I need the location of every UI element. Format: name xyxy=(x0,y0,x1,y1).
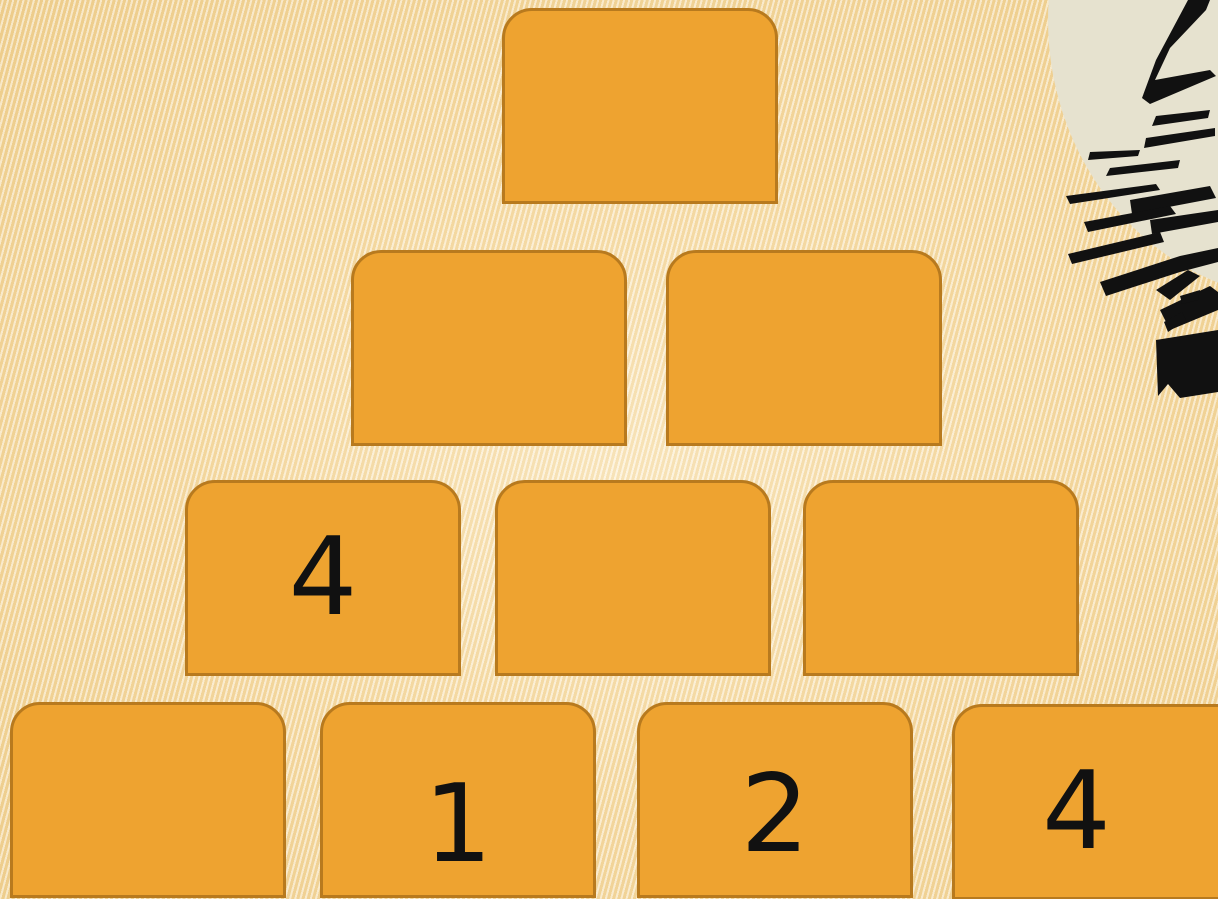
pyramid-block-row4-col1[interactable] xyxy=(10,702,286,898)
block-number: 2 xyxy=(741,731,810,869)
pyramid-block-row2-col2[interactable] xyxy=(666,250,942,446)
pyramid-block-row4-col3[interactable]: 2 xyxy=(637,702,913,898)
pyramid-sketch-illustration xyxy=(1060,0,1218,410)
pyramid-block-row3-col3[interactable] xyxy=(803,480,1079,676)
pyramid-block-row3-col1[interactable]: 4 xyxy=(185,480,461,676)
pyramid-block-row1-col1[interactable] xyxy=(502,8,778,204)
block-number: 1 xyxy=(424,721,493,879)
pyramid-block-row4-col4[interactable]: 4 xyxy=(952,704,1218,899)
pyramid-block-row2-col1[interactable] xyxy=(351,250,627,446)
pyramid-block-row4-col2[interactable]: 1 xyxy=(320,702,596,898)
pyramid-block-row3-col2[interactable] xyxy=(495,480,771,676)
block-number: 4 xyxy=(1042,738,1131,866)
block-number: 4 xyxy=(289,524,358,632)
